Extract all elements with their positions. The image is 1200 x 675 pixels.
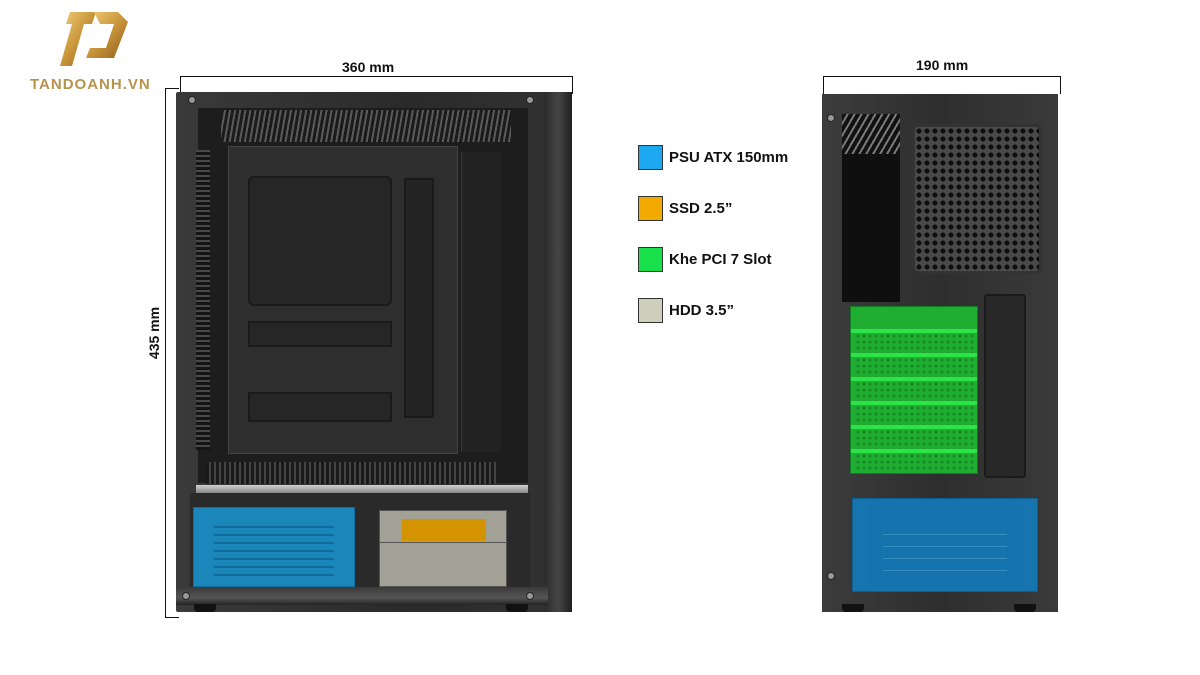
side-width-label: 360 mm	[342, 59, 395, 75]
screw-icon	[827, 114, 835, 122]
td-logo-icon	[60, 12, 128, 66]
pci-slot	[851, 377, 977, 381]
legend-label: PSU ATX 150mm	[669, 149, 789, 166]
case-rear-view	[822, 94, 1058, 612]
cpu-cutout	[248, 176, 392, 306]
rear-fan-grill	[912, 124, 1042, 274]
top-mesh	[221, 110, 511, 142]
front-mesh	[196, 150, 210, 450]
pci-slot	[851, 449, 977, 453]
tandoanh-logo: TANDOANH.VN	[0, 0, 180, 100]
pci-swatch	[638, 247, 663, 272]
side-width-line	[180, 76, 573, 94]
psu-shroud-edge	[196, 485, 528, 493]
rear-io-opening	[842, 114, 900, 302]
side-height-line	[165, 88, 179, 618]
case-foot	[842, 604, 864, 612]
psu-swatch	[638, 145, 663, 170]
legend-item-psu: PSU ATX 150mm	[638, 145, 788, 170]
legend-item-ssd: SSD 2.5”	[638, 196, 732, 221]
legend-label: HDD 3.5”	[669, 302, 735, 319]
bottom-rail	[176, 587, 548, 605]
screw-icon	[526, 592, 534, 600]
tray-cutout	[248, 321, 392, 347]
legend-item-pci: Khe PCI 7 Slot	[638, 247, 772, 272]
psu-highlight	[193, 507, 355, 587]
legend-label: SSD 2.5”	[669, 200, 733, 217]
legend-item-hdd: HDD 3.5”	[638, 298, 734, 323]
rear-psu-highlight	[852, 498, 1038, 592]
case-foot	[1014, 604, 1036, 612]
hdd-swatch	[638, 298, 663, 323]
screw-icon	[827, 572, 835, 580]
cable-routing	[404, 178, 434, 418]
screw-icon	[188, 96, 196, 104]
case-foot	[506, 604, 528, 612]
ssd-swatch	[638, 196, 663, 221]
cable-routing-rear	[461, 152, 501, 452]
legend-label: Khe PCI 7 Slot	[669, 251, 772, 268]
case-foot	[194, 604, 216, 612]
case-side-view	[176, 92, 572, 612]
pci-slot	[851, 329, 977, 333]
bottom-mesh	[206, 462, 496, 484]
pci-slots-highlight	[850, 306, 978, 474]
ssd-highlight	[402, 519, 486, 541]
screw-icon	[526, 96, 534, 104]
rear-width-label: 190 mm	[916, 57, 969, 73]
pci-slot	[851, 353, 977, 357]
tray-bottom-cutout	[248, 392, 392, 422]
screw-icon	[182, 592, 190, 600]
logo-text: TANDOANH.VN	[30, 76, 151, 93]
side-height-label: 435 mm	[146, 306, 162, 360]
rear-width-line	[823, 76, 1061, 94]
pci-slot	[851, 425, 977, 429]
vertical-bracket	[984, 294, 1026, 478]
pci-slot	[851, 401, 977, 405]
